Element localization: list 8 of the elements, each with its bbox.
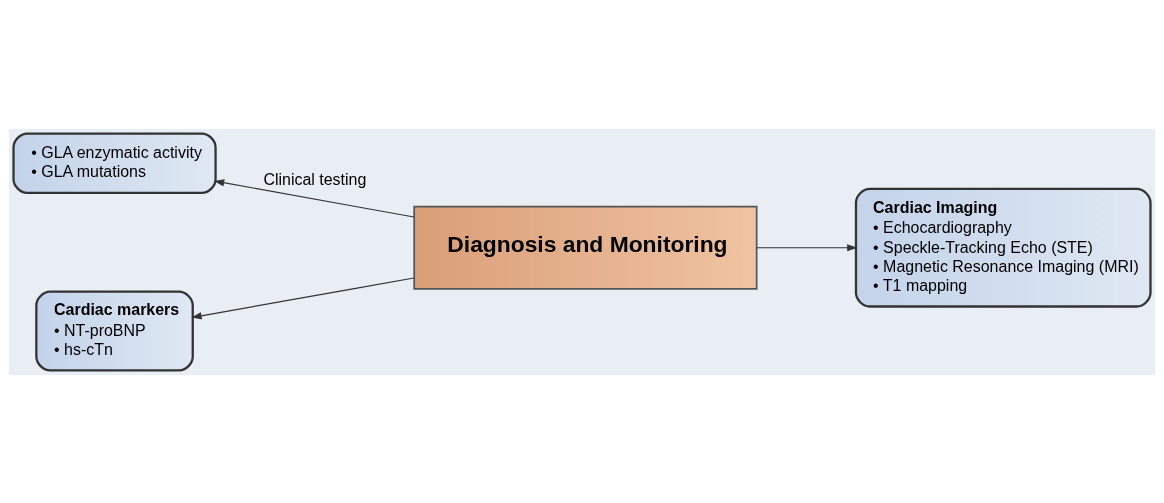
arrow: [213, 178, 415, 218]
node-box: Diagnosis and Monitoring: [413, 205, 758, 290]
arrow: [191, 276, 415, 319]
node-box: Cardiac Imaging • Echocardiography • Speckle-Tracking Echo (STE) • Magnetic Resonance Imaging (MRI) • T1 mapping: [854, 187, 1152, 308]
edge-label: Clinical testing: [263, 170, 367, 188]
arrow: [756, 243, 858, 251]
node-box: Cardiac markers • NT-proBNP • hs-cTn: [35, 290, 194, 372]
node-box: • GLA enzymatic activity • GLA mutations: [12, 131, 217, 194]
